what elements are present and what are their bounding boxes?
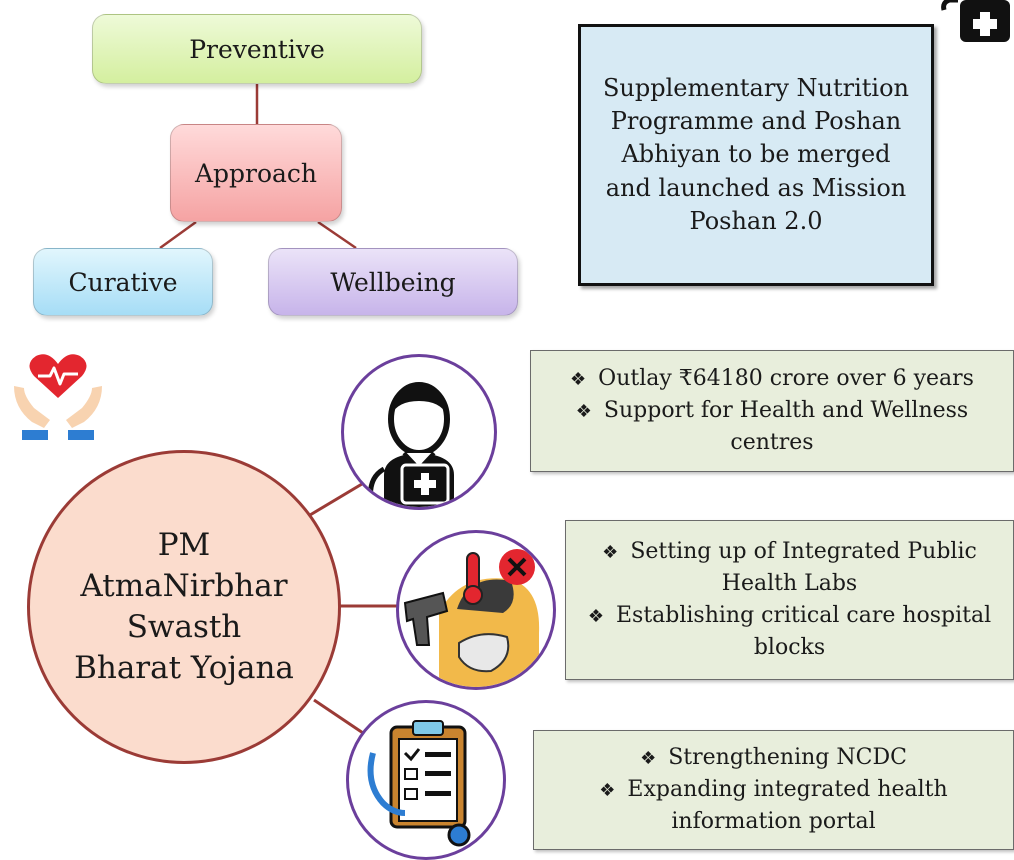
panel-item: ❖ Expanding integrated health information… bbox=[542, 774, 1005, 838]
panel-item: ❖ Support for Health and Wellness centres bbox=[539, 395, 1005, 459]
bullet-icon: ❖ bbox=[602, 542, 619, 564]
medical-kit-icon bbox=[941, 0, 1010, 42]
preventive-label: Preventive bbox=[189, 34, 325, 64]
temperature-screening-icon bbox=[403, 549, 540, 687]
panel-item-text: Support for Health and Wellness centres bbox=[603, 398, 969, 455]
doctor-icon-circle bbox=[341, 354, 497, 510]
scheme-line-1: PM bbox=[157, 526, 211, 563]
connector-pm-report bbox=[313, 698, 367, 737]
labs-panel: ❖ Setting up of Integrated Public Health … bbox=[565, 520, 1014, 680]
bullet-icon: ❖ bbox=[575, 401, 592, 423]
bullet-icon: ❖ bbox=[640, 748, 657, 770]
panel-item-text: Establishing critical care hospital bloc… bbox=[615, 603, 992, 660]
bullet-icon: ❖ bbox=[587, 606, 604, 627]
panel-item: ❖ Strengthening NCDC bbox=[542, 742, 1005, 774]
panel-item: ❖ Setting up of Integrated Public Health … bbox=[574, 536, 1005, 600]
panel-item: ❖ Establishing critical care hospital blo… bbox=[574, 600, 1005, 664]
medical-report-icon bbox=[367, 720, 471, 847]
approach-label: Approach bbox=[194, 158, 318, 188]
panel-item: ❖ Outlay ₹64180 crore over 6 years bbox=[539, 363, 1005, 395]
doctor-icon bbox=[368, 382, 454, 507]
wellbeing-label: Wellbeing bbox=[330, 267, 456, 297]
bullet-icon: ❖ bbox=[599, 780, 616, 802]
preventive-box: Preventive bbox=[92, 14, 422, 84]
scheme-line-2: AtmaNirbhar bbox=[80, 567, 288, 604]
curative-box: Curative bbox=[33, 248, 213, 316]
poshan-info-box: Supplementary Nutrition Programme and Po… bbox=[578, 24, 934, 286]
panel-item-text: Expanding integrated health information … bbox=[627, 777, 948, 834]
heart-hands-icon bbox=[14, 354, 102, 440]
panel-item-text: Outlay ₹64180 crore over 6 years bbox=[598, 366, 974, 392]
approach-box: Approach bbox=[170, 124, 342, 222]
ncdc-panel: ❖ Strengthening NCDC ❖ Expanding integrate… bbox=[533, 730, 1014, 850]
scheme-line-4: Bharat Yojana bbox=[74, 650, 294, 687]
outlay-panel: ❖ Outlay ₹64180 crore over 6 years ❖ Suppo… bbox=[530, 350, 1014, 472]
connector-approach-wellbeing bbox=[317, 220, 357, 250]
connector-approach-curative bbox=[159, 220, 197, 250]
pm-atmanirbhar-circle: PM AtmaNirbhar Swasth Bharat Yojana bbox=[27, 450, 341, 764]
report-icon-circle bbox=[346, 700, 506, 860]
wellbeing-box: Wellbeing bbox=[268, 248, 518, 316]
screening-icon-circle bbox=[396, 530, 556, 690]
curative-label: Curative bbox=[68, 267, 178, 297]
panel-item-text: Strengthening NCDC bbox=[668, 745, 907, 771]
poshan-text: Supplementary Nutrition Programme and Po… bbox=[602, 74, 909, 235]
panel-item-text: Setting up of Integrated Public Health L… bbox=[630, 539, 977, 597]
bullet-icon: ❖ bbox=[570, 369, 587, 391]
scheme-line-3: Swasth bbox=[126, 609, 242, 645]
